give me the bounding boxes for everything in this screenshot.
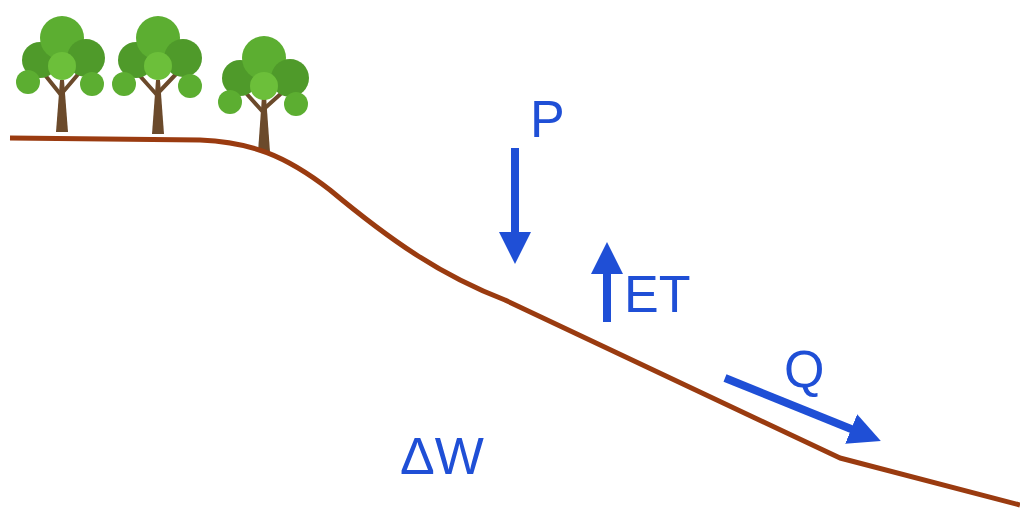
flux-label: ET bbox=[624, 268, 690, 320]
tree bbox=[218, 36, 309, 152]
tree bbox=[112, 16, 202, 134]
hillslope-surface bbox=[10, 138, 1020, 505]
tree-group bbox=[16, 16, 309, 152]
tree bbox=[16, 16, 105, 132]
label-holder: ET bbox=[624, 268, 690, 320]
precipitation-arrow bbox=[511, 148, 519, 248]
label-holder: ΔW bbox=[400, 430, 484, 482]
flux-label: P bbox=[530, 93, 565, 145]
storage-label: ΔW bbox=[400, 430, 484, 482]
label-holder: P bbox=[530, 93, 565, 145]
flux-label: Q bbox=[784, 343, 824, 395]
evapotranspiration-arrow bbox=[603, 258, 611, 322]
label-holder: Q bbox=[784, 343, 824, 395]
